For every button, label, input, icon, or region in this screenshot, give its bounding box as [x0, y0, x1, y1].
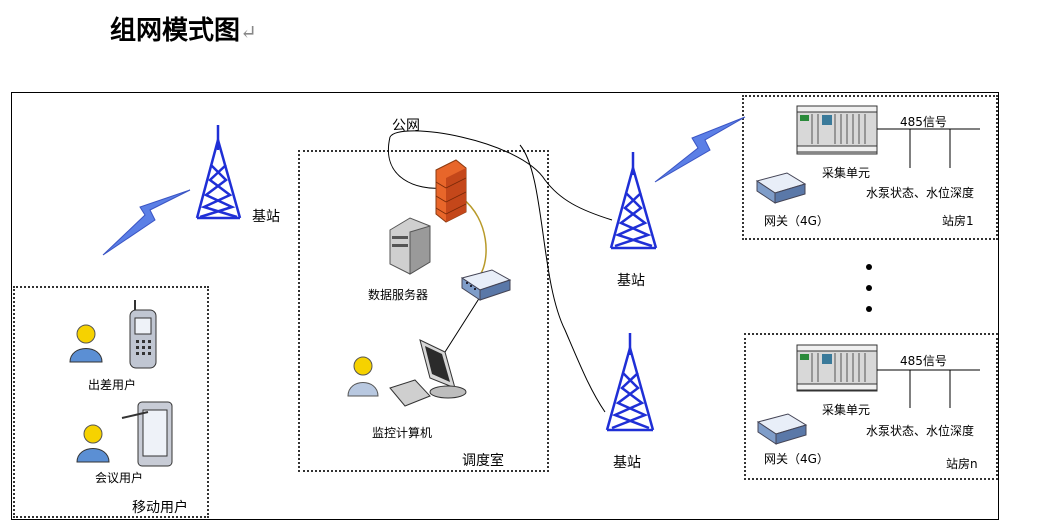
base-station-mid-bottom-label: 基站	[613, 455, 641, 471]
link-public-net-tower-top	[389, 130, 613, 221]
stationN-room-label: 站房n	[946, 457, 978, 471]
station1-signal-label: 485信号	[900, 115, 947, 129]
station1-gateway-icon	[755, 172, 807, 204]
meeting-user-person-icon	[76, 424, 110, 463]
server-icon	[389, 217, 431, 275]
travel-user-person-icon	[69, 324, 103, 363]
tablet-icon	[121, 401, 173, 467]
diagram-frame	[11, 92, 999, 520]
station1-room-label: 站房1	[942, 214, 974, 228]
dispatch-room-label: 调度室	[462, 453, 504, 469]
station1-gateway-label: 网关（4G）	[764, 214, 829, 228]
stationN-gateway-icon	[756, 413, 808, 445]
ellipsis-dot-2	[866, 285, 872, 291]
switch-dispatch-icon	[460, 269, 512, 301]
monitor-pc-label: 监控计算机	[372, 426, 433, 440]
stationN-signal-label: 485信号	[900, 354, 947, 368]
data-server-label: 数据服务器	[368, 288, 429, 302]
station1-collector-label: 采集单元	[822, 166, 871, 180]
mobile-users-label: 移动用户	[132, 500, 188, 516]
mobile-phone-icon	[129, 300, 157, 369]
stationN-box	[744, 333, 998, 480]
link-public-net-firewall	[387, 136, 441, 189]
computer-icon	[389, 339, 467, 407]
stationN-collector-icon	[796, 344, 878, 392]
network-links	[387, 130, 613, 413]
public-net-label: 公网	[392, 118, 420, 134]
stationN-collector-label: 采集单元	[822, 403, 871, 417]
stationN-gateway-label: 网关（4G）	[764, 452, 829, 466]
mobile-users-box	[13, 286, 209, 518]
stationN-states-label: 水泵状态、水位深度	[866, 424, 975, 438]
station1-box	[742, 95, 998, 240]
base-station-left-label: 基站	[252, 209, 280, 225]
tower-mid-top-icon	[609, 152, 658, 250]
station1-collector-icon	[796, 105, 878, 155]
ellipsis-dot-3	[866, 306, 872, 312]
paragraph-mark: ↵	[240, 20, 257, 44]
base-station-mid-top-label: 基站	[617, 273, 645, 289]
dispatch-room-box	[298, 150, 549, 472]
link-switch-pc	[444, 296, 481, 353]
lightning-left-icon	[102, 189, 191, 256]
link-public-net-tower-bottom	[519, 144, 606, 413]
operator-person-icon	[347, 356, 379, 397]
firewall-icon	[435, 159, 467, 223]
tower-mid-bottom-icon	[605, 333, 655, 432]
lightning-right-icon	[654, 116, 746, 183]
station1-signal-lines	[877, 128, 980, 168]
travel-user-label: 出差用户	[88, 378, 137, 392]
tower-left-icon	[195, 125, 242, 220]
page-title: 组网模式图↵	[110, 16, 257, 46]
meeting-user-label: 会议用户	[95, 471, 144, 485]
link-firewall-switch	[461, 197, 487, 276]
ellipsis-dot-1	[866, 264, 872, 270]
stationN-signal-lines	[877, 369, 980, 408]
station1-states-label: 水泵状态、水位深度	[866, 186, 975, 200]
